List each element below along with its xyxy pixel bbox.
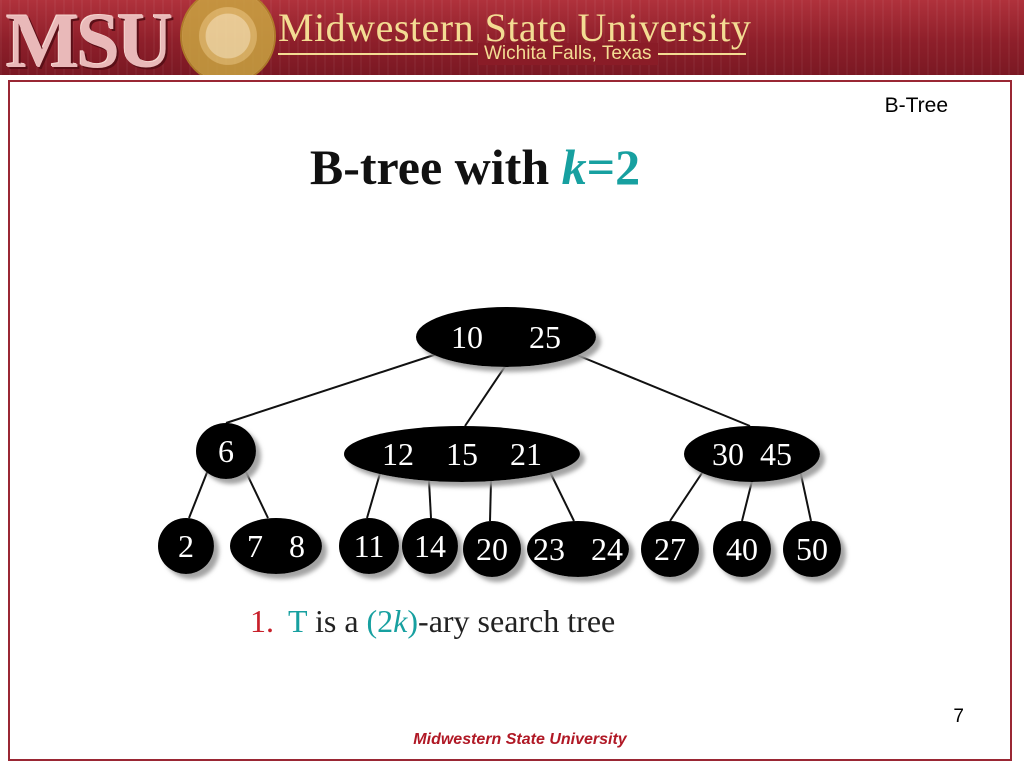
tree-node-key: 2 bbox=[178, 528, 194, 564]
tree-node-shape bbox=[713, 521, 771, 577]
footer-text: Midwestern State University bbox=[413, 731, 627, 748]
tree-node-key: 10 bbox=[451, 319, 483, 355]
tree-node-n40: 40 bbox=[713, 521, 771, 577]
title-prefix: B-tree with bbox=[309, 139, 562, 195]
tree-node-key: 6 bbox=[218, 433, 234, 469]
tree-edge bbox=[245, 471, 269, 519]
tree-node-key: 7 bbox=[247, 528, 263, 564]
tree-node-n50: 50 bbox=[783, 521, 841, 577]
tree-node-shape bbox=[230, 518, 322, 574]
tree-node-n2324: 23 24 bbox=[527, 521, 629, 577]
tree-edge bbox=[571, 352, 751, 427]
tree-edge bbox=[366, 469, 382, 519]
tree-node-shape bbox=[463, 521, 521, 577]
header-banner: MSU Midwestern State University Wichita … bbox=[0, 0, 1024, 75]
tree-node-key: 45 bbox=[760, 436, 792, 472]
tree-node-key: 30 bbox=[712, 436, 744, 472]
tree-node-shape bbox=[158, 518, 214, 574]
tree-node-shape bbox=[402, 518, 458, 574]
tree-node-shape bbox=[641, 521, 699, 577]
tree-node-n11: 11 bbox=[339, 518, 399, 574]
tree-node-key: 50 bbox=[796, 531, 828, 567]
tree-node-key: 20 bbox=[476, 531, 508, 567]
university-location: Wichita Falls, Texas bbox=[478, 43, 658, 65]
tree-node-key: 23 bbox=[533, 531, 565, 567]
tree-edge bbox=[464, 364, 507, 427]
tree-edge bbox=[669, 469, 705, 522]
tree-node-key: 27 bbox=[654, 531, 686, 567]
tree-edge bbox=[799, 469, 812, 522]
university-name: Midwestern State University bbox=[278, 5, 752, 50]
tree-edge bbox=[741, 480, 753, 522]
tree-node-key: 8 bbox=[289, 528, 305, 564]
tree-node-key: 25 bbox=[529, 319, 561, 355]
title-variable: k bbox=[561, 139, 587, 195]
statement-text: is a bbox=[306, 603, 367, 639]
slide-frame bbox=[8, 80, 1012, 761]
university-seal-icon bbox=[180, 0, 276, 75]
tree-node-n30: 30 45 bbox=[684, 426, 820, 482]
statement-tree-var: T bbox=[288, 603, 307, 639]
tree-node-shape bbox=[783, 521, 841, 577]
tree-node-shape bbox=[684, 426, 820, 482]
tree-node-n20: 20 bbox=[463, 521, 521, 577]
msu-logo: MSU bbox=[6, 0, 173, 75]
tree-node-n6: 6 bbox=[196, 423, 256, 479]
page-number: 7 bbox=[953, 706, 964, 727]
tree-node-n14: 14 bbox=[402, 518, 458, 574]
tree-node-key: 11 bbox=[354, 528, 385, 564]
slide-label: B-Tree bbox=[884, 94, 948, 117]
tree-edge bbox=[428, 480, 432, 519]
tree-node-key: 12 bbox=[382, 436, 414, 472]
tree-edge bbox=[489, 480, 492, 522]
tree-node-shape bbox=[344, 426, 580, 482]
tree-node-shape bbox=[196, 423, 256, 479]
statement-arity-var: k bbox=[393, 603, 408, 639]
tree-node-key: 24 bbox=[591, 531, 623, 567]
tree-node-n12: 12 15 21 bbox=[344, 426, 580, 482]
slide-title: B-tree with k=2 bbox=[200, 138, 750, 196]
tree-node-key: 21 bbox=[510, 436, 542, 472]
tree-node-key: 14 bbox=[414, 528, 446, 564]
tree-node-key: 15 bbox=[446, 436, 478, 472]
tree-edge bbox=[548, 469, 575, 522]
tree-node-root: 10 25 bbox=[416, 307, 596, 367]
tree-edge bbox=[188, 469, 209, 519]
title-suffix: =2 bbox=[586, 139, 641, 195]
property-statement: 1. T is a (2k)-ary search tree bbox=[250, 603, 770, 640]
tree-node-shape bbox=[416, 307, 596, 367]
tree-node-n27: 27 bbox=[641, 521, 699, 577]
statement-number: 1. bbox=[250, 603, 274, 639]
tree-node-shape bbox=[339, 518, 399, 574]
tree-edge bbox=[225, 352, 441, 424]
statement-arity-open: (2 bbox=[366, 603, 394, 639]
statement-tail: -ary search tree bbox=[418, 603, 616, 639]
tree-node-key: 40 bbox=[726, 531, 758, 567]
statement-arity-close: ) bbox=[407, 603, 419, 639]
tree-node-n2: 2 bbox=[158, 518, 214, 574]
tree-node-shape bbox=[527, 521, 629, 577]
